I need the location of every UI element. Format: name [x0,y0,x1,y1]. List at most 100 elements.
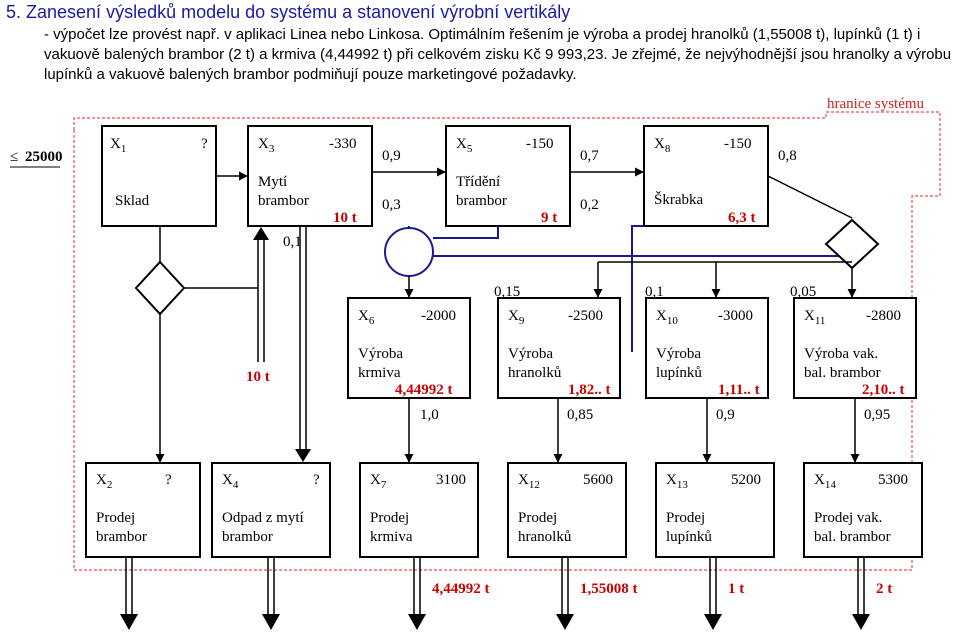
node-x4-line2: brambor [222,529,273,545]
node-x14-line2: bal. brambor [814,529,891,545]
output-arrow-x4 [262,557,280,630]
node-x10-line2: lupínků [656,365,702,381]
output-hranolky: 1,55008 t [580,581,638,597]
output-arrow-x2 [120,557,138,630]
coef-x11-in: 0,05 [790,284,816,300]
node-x5: X5 -150 Třídění brambor 9 t [445,125,571,227]
coef-x13-in: 0,9 [716,407,735,423]
svg-text:X13: X13 [666,472,688,491]
output-krmivo: 4,44992 t [432,581,490,597]
node-x8: X8 -150 Škrabka 6,3 t [643,125,769,227]
node-x8-line1: Škrabka [654,191,703,208]
node-x13-value: 5200 [731,472,761,488]
water-flow-label: 10 t [246,369,270,385]
system-boundary [73,111,941,571]
node-x2: X2 ? Prodej brambor [85,462,201,558]
coef-x7-in: 1,0 [420,407,439,423]
output-arrow-x13 [704,557,722,630]
node-x2-line1: Prodej [96,510,135,526]
node-x1-value: ? [201,136,208,152]
diamond-right [824,218,880,270]
node-x9-line1: Výroba [508,346,553,362]
coef-x5-out-top: 0,7 [580,148,599,164]
node-x9-value: -2500 [568,308,603,324]
node-x4-value: ? [313,472,320,488]
node-x14: X14 5300 Prodej vak. bal. brambor [803,462,923,558]
node-x12-line2: hranolků [518,529,572,545]
node-x12-value: 5600 [583,472,613,488]
node-x11-result: 2,10.. t [862,382,905,398]
node-x2-value: ? [165,472,172,488]
node-x10-result: 1,11.. t [718,382,760,398]
node-x10: X10 -3000 Výroba lupínků 1,11.. t [645,297,769,399]
node-x7-value: 3100 [436,472,466,488]
waste-arrowhead [295,449,311,462]
constraint-symbol: ≤ [10,149,18,165]
node-x13-line2: lupínků [666,529,712,545]
node-x3-result: 10 t [333,210,357,226]
output-arrow-x14 [852,557,870,630]
node-x6-line1: Výroba [358,346,403,362]
coef-x5-out-bottom: 0,2 [580,197,599,213]
node-x4-line1: Odpad z mytí [222,510,304,526]
blue-x5-circle [433,226,499,239]
svg-text:X8: X8 [654,136,671,155]
blue-x8-x10 [631,225,644,352]
node-x13: X13 5200 Prodej lupínků [655,462,775,558]
node-x14-line1: Prodej vak. [814,510,882,526]
node-x5-line1: Třídění [456,174,500,190]
svg-text:X11: X11 [804,308,825,327]
node-x7-line1: Prodej [370,510,409,526]
description-line-3: lupínků a vakuově balených brambor podmi… [44,66,577,83]
system-boundary-label: hranice systému [827,96,925,112]
node-x3: X3 -330 Mytí brambor 10 t [247,125,373,227]
svg-text:X9: X9 [508,308,525,327]
node-x1-var: X1 [110,136,126,155]
svg-text:X7: X7 [370,472,387,491]
constraint-value: 25000 [25,149,63,165]
node-x10-line1: Výroba [656,346,701,362]
line-x8-diamond [767,175,853,219]
water-input-arrowhead [253,227,269,240]
output-arrow-x7 [408,557,426,630]
node-x13-line1: Prodej [666,510,705,526]
node-x10-value: -3000 [718,308,753,324]
node-x1-label: Sklad [115,193,150,209]
node-x7: X7 3100 Prodej krmiva [359,462,479,558]
output-lupinky: 1 t [728,581,744,597]
node-x3-line1: Mytí [258,174,287,190]
coef-x8-out: 0,8 [778,148,797,164]
node-x12-line1: Prodej [518,510,557,526]
node-x5-line2: brambor [456,193,507,209]
node-x6-value: -2000 [421,308,456,324]
node-x9: X9 -2500 Výroba hranolků 1,82.. t [497,297,621,399]
node-x14-value: 5300 [878,472,908,488]
node-x8-value: -150 [724,136,752,152]
svg-text:X5: X5 [456,136,473,155]
merge-circle [384,227,434,277]
output-vak-brambory: 2 t [876,581,892,597]
node-x11: X11 -2800 Výroba vak. bal. brambor 2,10.… [793,297,917,399]
node-x2-line2: brambor [96,529,147,545]
coef-x14-in: 0,95 [864,407,890,423]
node-x6-line2: krmiva [358,365,401,381]
node-x11-line2: bal. brambor [804,365,881,381]
node-x9-result: 1,82.. t [568,382,611,398]
svg-text:X10: X10 [656,308,678,327]
node-x3-value: -330 [329,136,357,152]
node-x12: X12 5600 Prodej hranolků [507,462,627,558]
node-x8-result: 6,3 t [728,210,756,226]
description-line-1: - výpočet lze provést např. v aplikaci L… [44,26,921,43]
node-x7-line2: krmiva [370,529,413,545]
node-x9-line2: hranolků [508,365,562,381]
svg-text:X6: X6 [358,308,375,327]
svg-text:X4: X4 [222,472,239,491]
svg-text:X14: X14 [814,472,836,491]
diamond-left [134,260,186,316]
node-x11-value: -2800 [866,308,901,324]
coef-x3-waste: 0,1 [283,234,302,250]
coef-x3-out-bottom: 0,3 [382,197,401,213]
node-x1: X1 ? Sklad [101,125,217,227]
node-x4: X4 ? Odpad z mytí brambor [211,462,331,558]
